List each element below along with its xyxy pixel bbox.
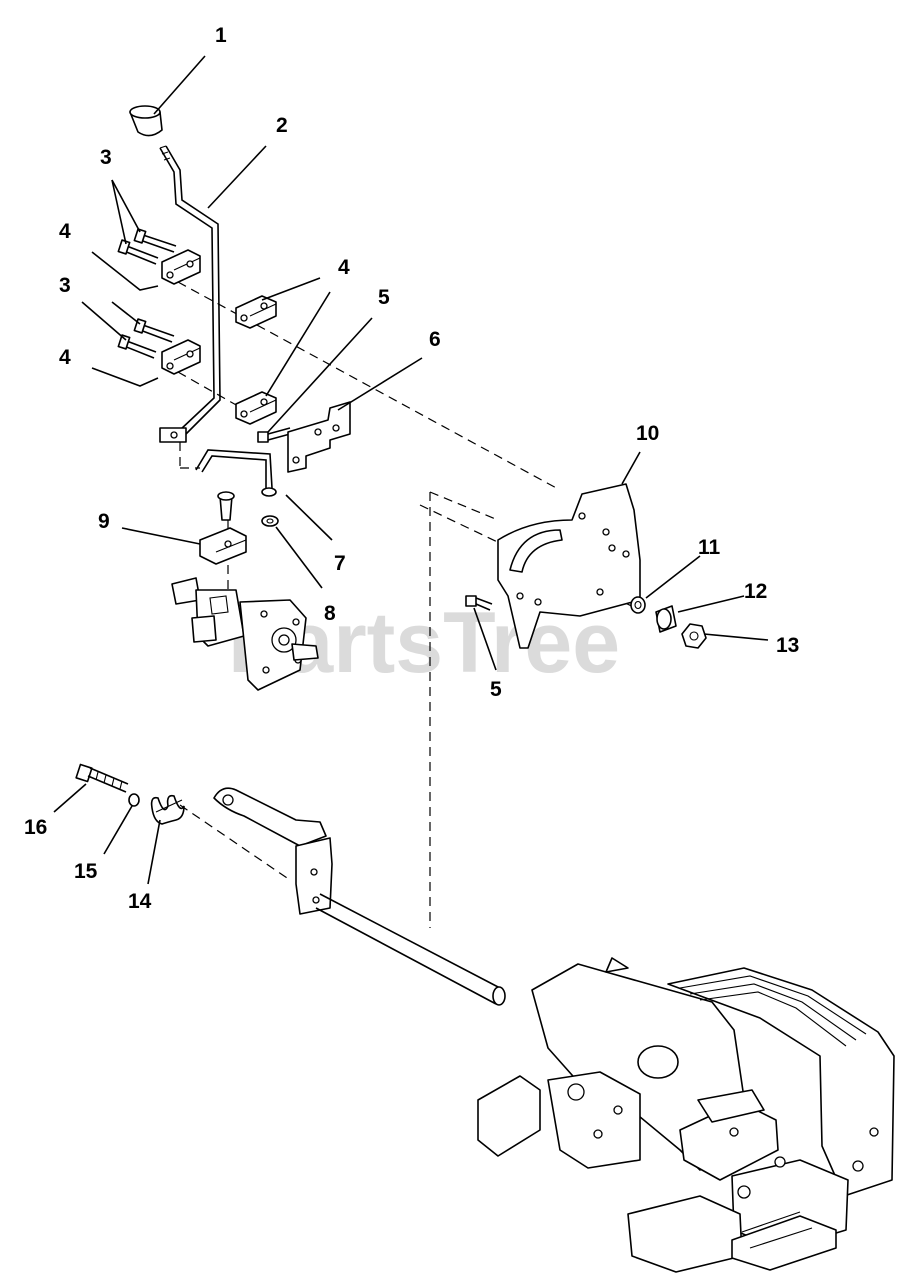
pedal-shaft-assembly xyxy=(213,787,506,1006)
callout-3: 3 xyxy=(59,274,71,297)
callout-labels: 1 2 3 4 3 4 4 5 6 10 9 7 8 11 12 13 5 16… xyxy=(24,24,799,913)
callout-7: 7 xyxy=(334,552,346,575)
bolt-upper-pair xyxy=(117,228,177,265)
callout-5: 5 xyxy=(378,286,390,309)
callout-11: 11 xyxy=(698,536,721,559)
bolt-right xyxy=(465,595,493,611)
callout-5: 5 xyxy=(490,678,502,701)
callout-12: 12 xyxy=(744,580,767,603)
callout-9: 9 xyxy=(98,510,110,533)
callout-4: 4 xyxy=(59,220,71,243)
hex-nut xyxy=(681,623,707,649)
callout-8: 8 xyxy=(324,602,336,625)
spacer xyxy=(655,605,677,633)
clamp-upper-left xyxy=(161,249,201,285)
callout-14: 14 xyxy=(128,890,152,913)
callout-15: 15 xyxy=(74,860,98,883)
callout-10: 10 xyxy=(636,422,659,445)
callout-3: 3 xyxy=(100,146,112,169)
bolt-lower-pair xyxy=(117,318,175,359)
spring xyxy=(150,794,185,825)
leader-lines xyxy=(53,55,769,885)
long-bolt xyxy=(75,763,129,793)
callout-2: 2 xyxy=(276,114,288,137)
callout-1: 1 xyxy=(215,24,227,47)
tractor-frame xyxy=(477,957,895,1273)
clamp-lower-left xyxy=(161,339,201,375)
callout-13: 13 xyxy=(776,634,799,657)
bushing xyxy=(261,515,279,527)
hydrostatic-unit xyxy=(171,577,319,691)
small-washer xyxy=(128,793,140,807)
shift-knob xyxy=(129,105,163,137)
clamp-lower-right xyxy=(235,391,277,425)
callout-4: 4 xyxy=(338,256,350,279)
control-plate xyxy=(497,483,641,649)
callout-6: 6 xyxy=(429,328,441,351)
callout-16: 16 xyxy=(24,816,47,839)
pivot-block xyxy=(199,491,247,565)
bolt-upper xyxy=(257,427,291,443)
linkage-rod xyxy=(195,449,277,497)
callout-4: 4 xyxy=(59,346,71,369)
shift-lever-rod xyxy=(159,145,221,443)
mounting-bracket xyxy=(287,401,351,473)
washer xyxy=(630,596,646,614)
clamp-upper-right xyxy=(235,295,277,329)
